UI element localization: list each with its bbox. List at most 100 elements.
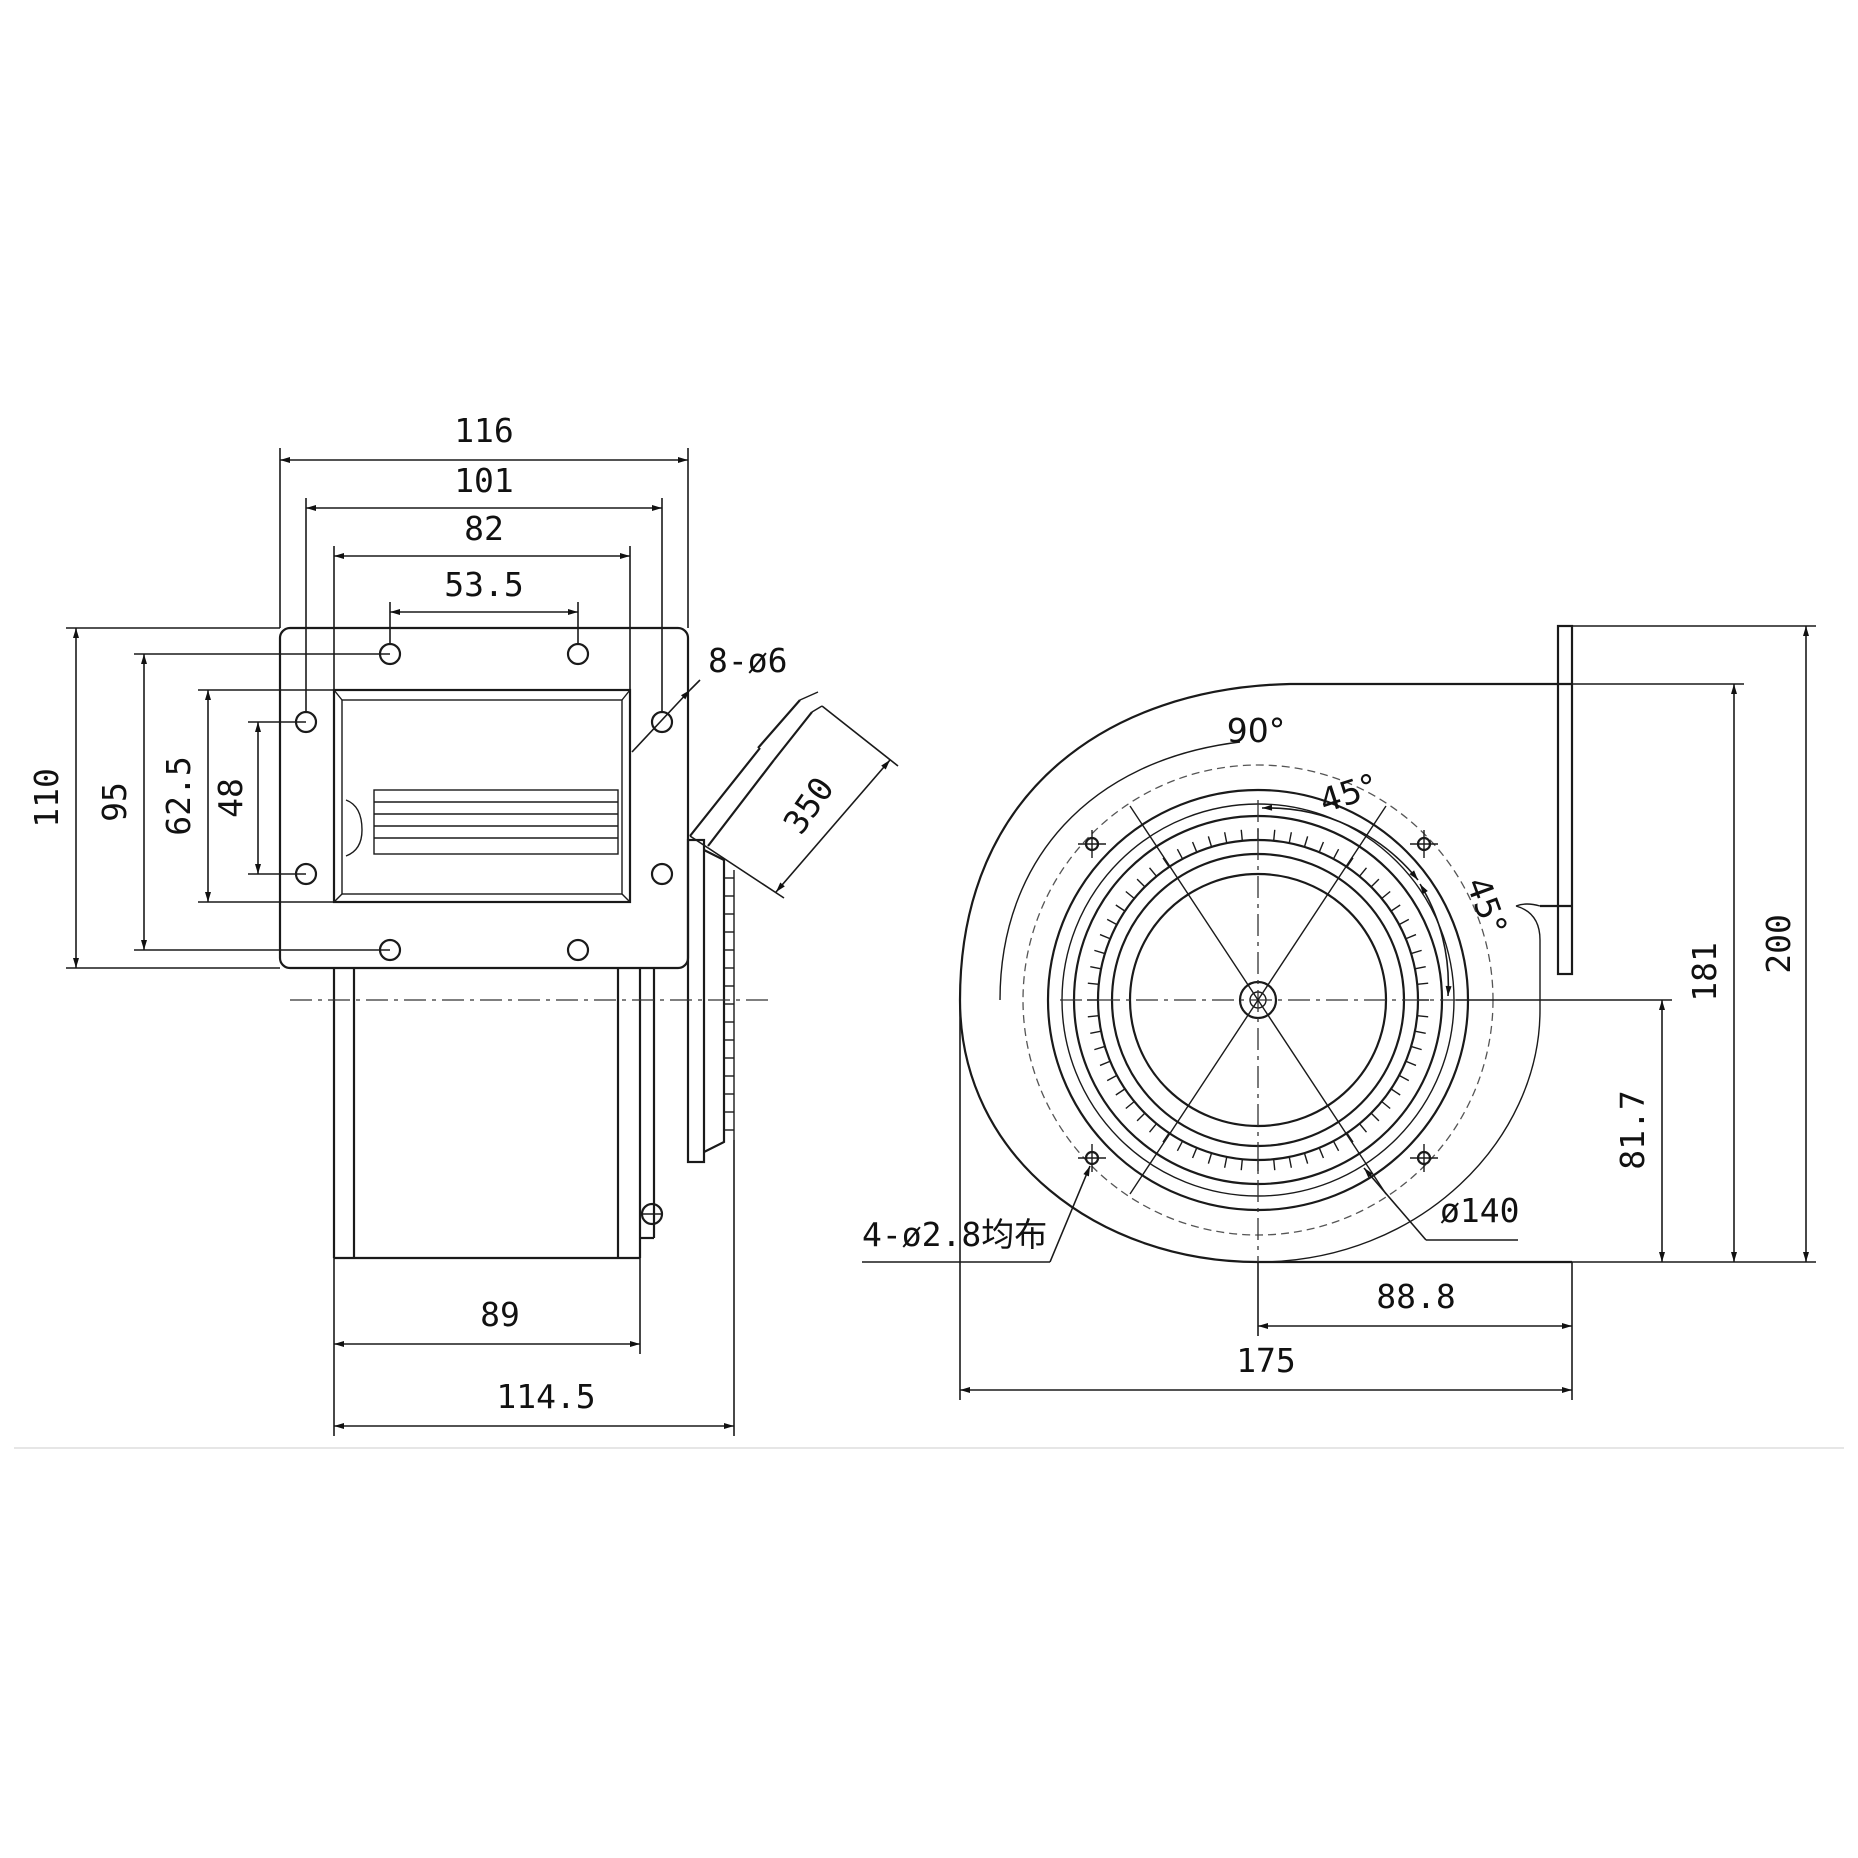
blade-tick — [1099, 1060, 1111, 1067]
holes-callout: 8-ø6 — [631, 641, 787, 753]
dim-95: 95 — [95, 653, 390, 951]
volute-outer — [958, 682, 1572, 1264]
dim-114-5-label: 114.5 — [496, 1377, 595, 1416]
angle-45a-label: 45° — [1315, 765, 1383, 820]
dim-62-5: 62.5 — [159, 689, 334, 903]
dim-81-7-label: 81.7 — [1613, 1090, 1652, 1169]
blade-tick — [1176, 1140, 1184, 1152]
angle-90-label: 90° — [1227, 711, 1286, 750]
blade-tick — [1410, 949, 1422, 955]
blade-tick — [1390, 904, 1401, 912]
front-view: 90° 45° 45° 4-ø2.8均布 ø140 200 181 — [862, 624, 1816, 1400]
blade-tick — [1094, 949, 1106, 955]
dim-82: 82 — [333, 509, 631, 690]
blade-tick — [1288, 832, 1293, 844]
blade-tick — [1125, 890, 1135, 900]
dim-48: 48 — [211, 721, 306, 875]
dim-181-label: 181 — [1685, 942, 1724, 1002]
blade-tick — [1191, 1147, 1198, 1159]
dim-116: 116 — [279, 411, 689, 628]
blade-tick — [1162, 857, 1170, 868]
dim-88-8: 88.8 — [1257, 1262, 1573, 1400]
mount-holes — [1078, 830, 1438, 1172]
outlet-flange — [1556, 624, 1574, 976]
blade-tick — [1318, 1147, 1325, 1159]
blade-tick — [1136, 1112, 1146, 1122]
blade-tick — [1381, 1100, 1391, 1110]
blade-tick — [1272, 829, 1276, 841]
hole — [650, 862, 674, 886]
volute-tongue — [1257, 905, 1541, 1263]
dim-53-5: 53.5 — [389, 565, 579, 644]
dim-81-7: 81.7 — [1456, 999, 1672, 1262]
blade-tick — [1223, 1156, 1228, 1168]
blade-tick — [1414, 1030, 1426, 1035]
angle-45b-label: 45° — [1458, 872, 1515, 940]
dim-88-8-label: 88.8 — [1376, 1277, 1455, 1316]
blade-tick — [1358, 867, 1368, 877]
blade-tick — [1417, 982, 1429, 986]
blade-tick — [1303, 836, 1309, 848]
dim-89: 89 — [333, 1238, 641, 1354]
blade-tick — [1272, 1159, 1276, 1171]
blade-tick — [1148, 1123, 1158, 1133]
blade-tick — [1417, 1014, 1429, 1018]
dim-110-label: 110 — [27, 768, 66, 828]
dim-48-label: 48 — [211, 778, 250, 818]
dim-200-label: 200 — [1759, 914, 1798, 974]
motor-cap — [703, 849, 726, 1153]
blade-tick — [1115, 1088, 1126, 1096]
hole — [650, 710, 674, 734]
blade-tick — [1370, 878, 1380, 888]
blade-tick — [1288, 1156, 1293, 1168]
dim-181: 181 — [1572, 683, 1744, 1262]
blade-tick — [1303, 1152, 1309, 1164]
blade-tick — [1087, 1014, 1099, 1018]
mount-holes-callout: 4-ø2.8均布 — [862, 1165, 1091, 1263]
dim-116-label: 116 — [454, 411, 514, 450]
blade-tick — [1115, 904, 1126, 912]
holes-callout-label: 8-ø6 — [708, 641, 787, 680]
blade-tick — [1125, 1100, 1135, 1110]
dim-110: 110 — [27, 627, 280, 969]
blade-tick — [1094, 1045, 1106, 1051]
dim-114-5: 114.5 — [333, 1140, 735, 1436]
blade-tick — [1318, 841, 1325, 853]
motor-fins — [724, 870, 735, 1140]
blade-tick — [1136, 878, 1146, 888]
dim-62-5-label: 62.5 — [159, 756, 198, 835]
blade-tick — [1346, 857, 1354, 868]
dim-175: 175 — [959, 1000, 1572, 1400]
angle-45-arc-a — [1261, 804, 1419, 881]
dim-175-label: 175 — [1236, 1341, 1296, 1380]
blade-tick — [1398, 918, 1410, 926]
mounting-flange — [278, 626, 690, 970]
power-cable — [689, 691, 823, 847]
dim-89-label: 89 — [480, 1295, 520, 1334]
blade-tick — [1176, 848, 1184, 860]
dim-53-5-label: 53.5 — [444, 565, 523, 604]
blade-tick — [1191, 841, 1198, 853]
blade-tick — [1332, 848, 1340, 860]
blade-tick — [1090, 1030, 1102, 1035]
outlet-opening — [332, 688, 632, 904]
dia-140-label: ø140 — [1440, 1191, 1519, 1230]
blade-tick — [1207, 836, 1213, 848]
blade-tick — [1381, 890, 1391, 900]
dia-140-callout: ø140 — [1363, 1167, 1519, 1241]
blade-tick — [1223, 832, 1228, 844]
blade-tick — [1405, 933, 1417, 940]
dim-200: 200 — [1572, 625, 1816, 1263]
blade-tick — [1162, 1132, 1170, 1143]
impeller-blades — [345, 789, 619, 857]
blade-tick — [1106, 1074, 1118, 1082]
blade-tick — [1414, 965, 1426, 970]
mount-holes-callout-label: 4-ø2.8均布 — [862, 1215, 1047, 1254]
blade-tick — [1148, 867, 1158, 877]
blade-tick — [1240, 1159, 1244, 1171]
blade-tick — [1090, 965, 1102, 970]
blade-tick — [1410, 1045, 1422, 1051]
blade-tick — [1332, 1140, 1340, 1152]
blade-tick — [1099, 933, 1111, 940]
